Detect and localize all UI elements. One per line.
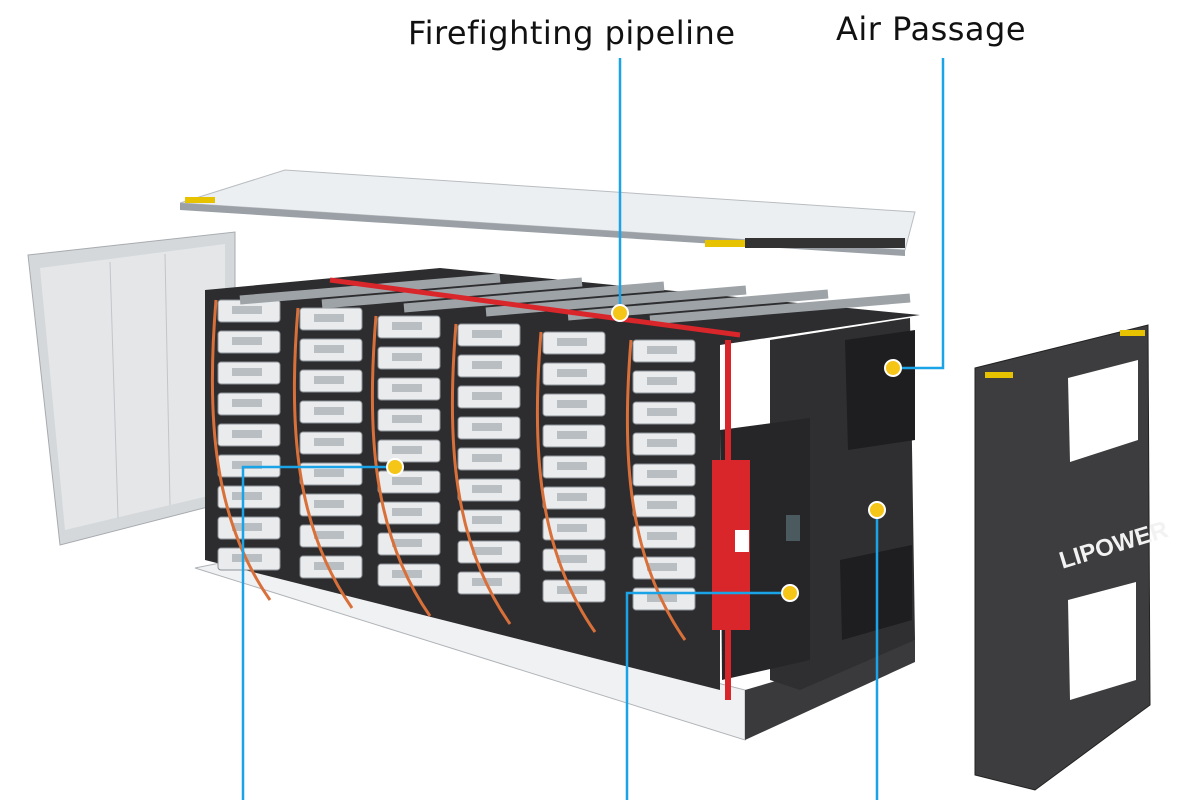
battery-racks	[210, 299, 696, 641]
module-handle	[557, 338, 587, 346]
module-handle	[557, 369, 587, 377]
power-cable	[450, 323, 512, 625]
module-handle	[557, 400, 587, 408]
top-rails	[239, 273, 911, 338]
module-handle	[314, 376, 344, 384]
module-handle	[472, 330, 502, 338]
module-handle	[314, 500, 344, 508]
module-handle	[647, 470, 677, 478]
leader-lines	[241, 58, 945, 800]
module-handle	[647, 408, 677, 416]
module-handle	[647, 346, 677, 354]
module-handle	[472, 485, 502, 493]
top-rail	[321, 277, 583, 309]
module-handle	[232, 461, 262, 469]
module-handle	[647, 501, 677, 509]
module-handle	[472, 392, 502, 400]
firefighting-pipe	[329, 277, 741, 338]
leader-control-panel	[625, 591, 790, 800]
module-handle	[647, 439, 677, 447]
module-handle	[232, 430, 262, 438]
module-handle	[557, 462, 587, 470]
power-cable	[210, 299, 272, 601]
module-handle	[472, 361, 502, 369]
module-handle	[314, 314, 344, 322]
module-handle	[314, 469, 344, 477]
module-handle	[557, 555, 587, 563]
module-handle	[557, 493, 587, 501]
callout-dot	[884, 359, 902, 377]
label-firefighting-pipeline: Firefighting pipeline	[408, 14, 736, 52]
module-handle	[647, 377, 677, 385]
left-door	[27, 231, 236, 546]
module-handle	[392, 353, 422, 361]
module-handle	[557, 431, 587, 439]
power-cable	[370, 315, 432, 617]
module-handle	[314, 345, 344, 353]
top-rail	[239, 273, 501, 305]
module-handle	[392, 322, 422, 330]
module-handle	[647, 532, 677, 540]
module-handle	[232, 306, 262, 314]
module-handle	[472, 454, 502, 462]
callout-dot	[611, 304, 629, 322]
module-handle	[232, 523, 262, 531]
module-handle	[232, 399, 262, 407]
module-handle	[392, 415, 422, 423]
label-air-passage: Air Passage	[836, 10, 1027, 48]
module-handle	[314, 531, 344, 539]
leader-air-passage	[893, 58, 945, 370]
callout-dot	[386, 458, 404, 476]
module-handle	[314, 438, 344, 446]
module-handle	[472, 547, 502, 555]
module-handle	[232, 368, 262, 376]
module-handle	[392, 477, 422, 485]
module-handle	[392, 384, 422, 392]
power-cable	[535, 331, 597, 633]
module-handle	[472, 516, 502, 524]
module-handle	[232, 492, 262, 500]
module-handle	[314, 407, 344, 415]
module-handle	[232, 337, 262, 345]
module-handle	[392, 539, 422, 547]
callout-dots	[386, 304, 902, 602]
power-cable	[625, 339, 687, 641]
power-cable	[292, 307, 354, 609]
module-handle	[647, 563, 677, 571]
top-rail	[649, 293, 911, 325]
module-handle	[557, 524, 587, 532]
module-handle	[392, 446, 422, 454]
callout-dot	[781, 584, 799, 602]
module-handle	[392, 508, 422, 516]
callout-dot	[868, 501, 886, 519]
roof-panel	[179, 169, 916, 256]
hvac-cabinet	[712, 318, 915, 700]
right-door: LIPOWER	[974, 324, 1171, 791]
leader-battery-module	[241, 465, 395, 800]
module-handle	[472, 423, 502, 431]
